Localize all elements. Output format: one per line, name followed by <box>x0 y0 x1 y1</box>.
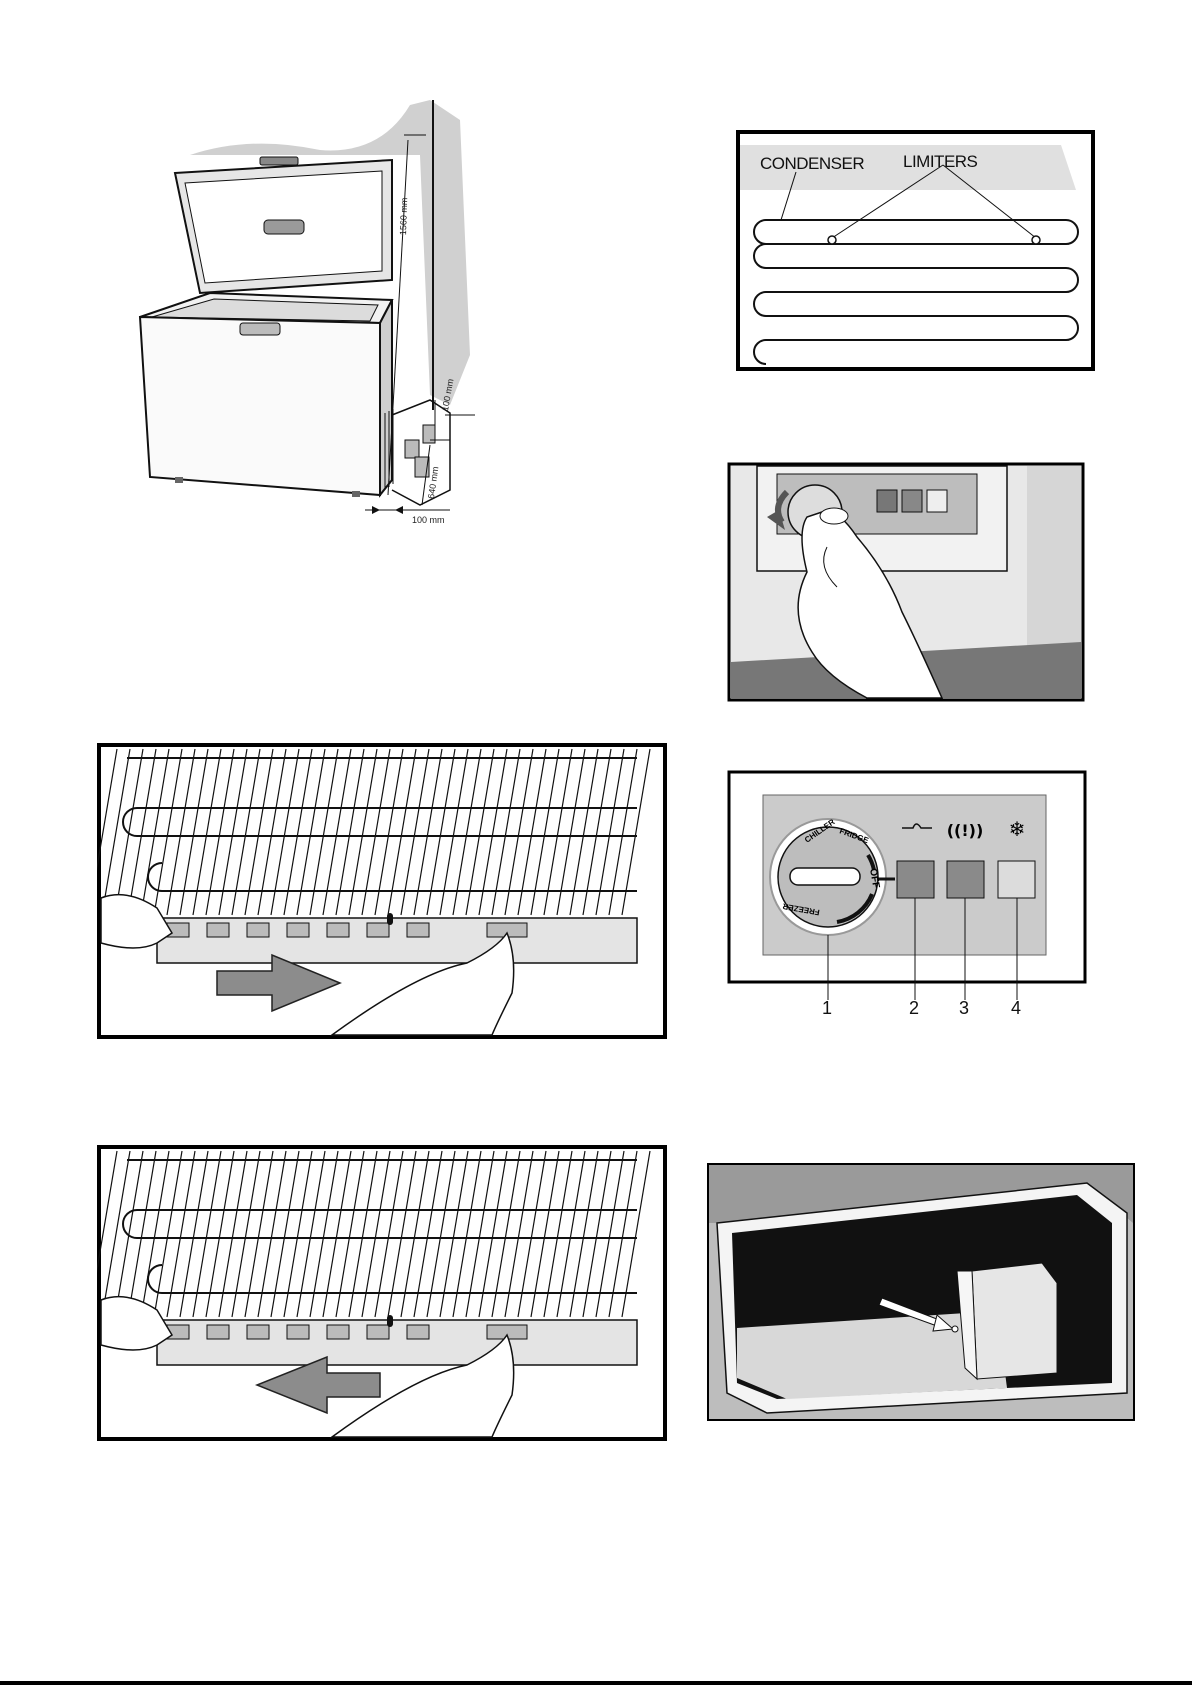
drain-channel-left-illustration <box>97 1145 667 1441</box>
drain-channel-right-figure <box>97 743 667 1039</box>
callout-3: 3 <box>959 998 969 1019</box>
alarm-icon: ((!)) <box>947 821 984 840</box>
control-panel-illustration: ((!)) ❄ CHILLER FRIDGE OFF FREEZER <box>727 770 1087 1020</box>
callout-2: 2 <box>909 998 919 1019</box>
callout-4: 4 <box>1011 998 1021 1019</box>
control-panel-figure: ((!)) ❄ CHILLER FRIDGE OFF FREEZER 1 2 3… <box>727 770 1087 1020</box>
thermostat-turn-figure <box>727 462 1085 702</box>
interior-drain-figure <box>707 1163 1135 1421</box>
drain-channel-left-figure <box>97 1145 667 1441</box>
freezer-interior-illustration <box>707 1163 1135 1421</box>
chest-freezer-illustration <box>130 95 510 565</box>
installation-figure: 1560 mm 100 mm 640 mm 100 mm <box>130 95 510 565</box>
dim-back-gap-label: 100 mm <box>412 515 445 525</box>
snowflake-icon: ❄ <box>1009 817 1026 841</box>
condenser-figure: CONDENSER LIMITERS <box>736 130 1096 372</box>
bottom-rule <box>0 1681 1192 1685</box>
dim-height-label: 1560 mm <box>398 197 409 235</box>
hand-turning-knob-illustration <box>727 462 1085 702</box>
callout-1: 1 <box>822 998 832 1019</box>
condenser-label: CONDENSER <box>760 154 864 174</box>
limiters-label: LIMITERS <box>903 152 977 172</box>
drain-channel-right-illustration <box>97 743 667 1039</box>
